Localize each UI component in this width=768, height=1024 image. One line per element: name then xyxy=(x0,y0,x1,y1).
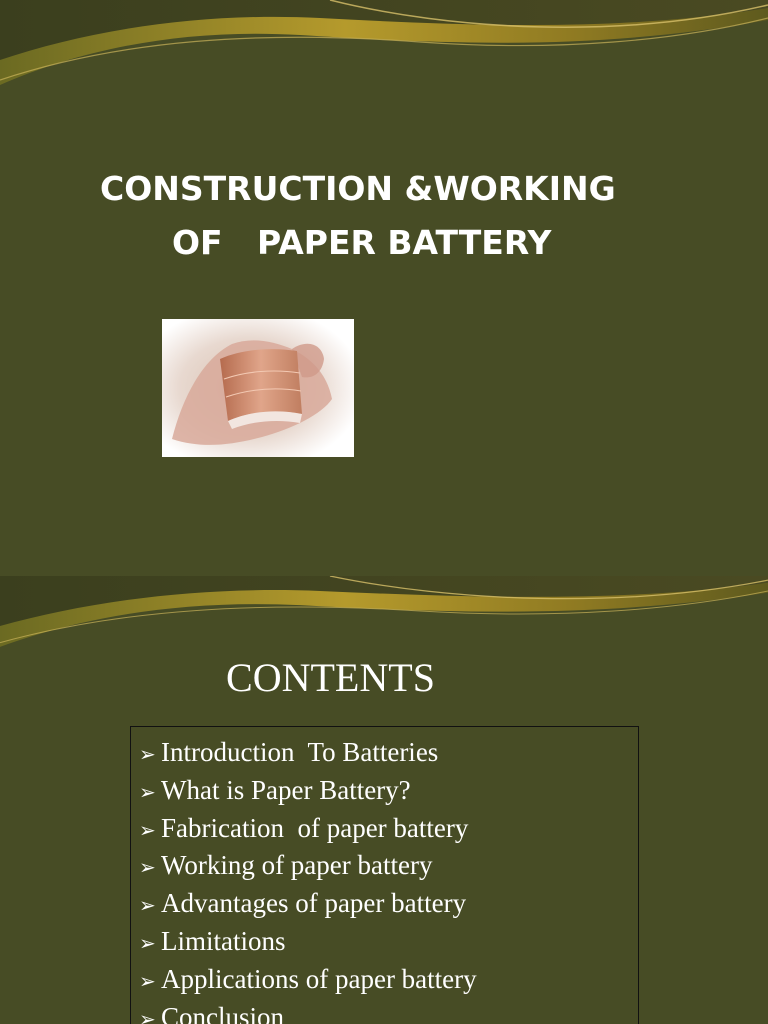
list-item: ➢Fabrication of paper battery xyxy=(139,811,638,849)
list-item: ➢Working of paper battery xyxy=(139,848,638,886)
list-item: ➢Applications of paper battery xyxy=(139,962,638,1000)
arrow-bullet-icon: ➢ xyxy=(139,1006,156,1024)
list-item: ➢Conclusion xyxy=(139,1000,638,1024)
arrow-bullet-icon: ➢ xyxy=(139,855,156,880)
list-item: ➢Introduction To Batteries xyxy=(139,735,638,773)
arrow-bullet-icon: ➢ xyxy=(139,817,156,842)
slide-title: CONSTRUCTION &WORKING OF PAPER BATTERY xyxy=(0,162,768,270)
arrow-bullet-icon: ➢ xyxy=(139,968,156,993)
arrow-bullet-icon: ➢ xyxy=(139,893,156,918)
decorative-swoosh-top xyxy=(0,576,768,676)
contents-list: ➢Introduction To Batteries ➢What is Pape… xyxy=(131,727,638,1024)
list-item: ➢Limitations xyxy=(139,924,638,962)
title-slide: CONSTRUCTION &WORKING OF PAPER BATTERY xyxy=(0,0,768,457)
paper-battery-photo xyxy=(162,319,354,457)
list-item: ➢Advantages of paper battery xyxy=(139,886,638,924)
contents-heading: CONTENTS xyxy=(226,655,435,700)
decorative-swoosh-top xyxy=(0,0,768,120)
contents-slide: CONTENTS ➢Introduction To Batteries ➢Wha… xyxy=(0,576,768,1024)
list-item: ➢What is Paper Battery? xyxy=(139,773,638,811)
arrow-bullet-icon: ➢ xyxy=(139,742,156,766)
title-line-1: CONSTRUCTION &WORKING xyxy=(100,169,616,208)
arrow-bullet-icon: ➢ xyxy=(139,779,156,804)
title-line-2: OF PAPER BATTERY xyxy=(172,223,552,262)
arrow-bullet-icon: ➢ xyxy=(139,930,156,955)
contents-list-box: ➢Introduction To Batteries ➢What is Pape… xyxy=(130,726,639,1024)
